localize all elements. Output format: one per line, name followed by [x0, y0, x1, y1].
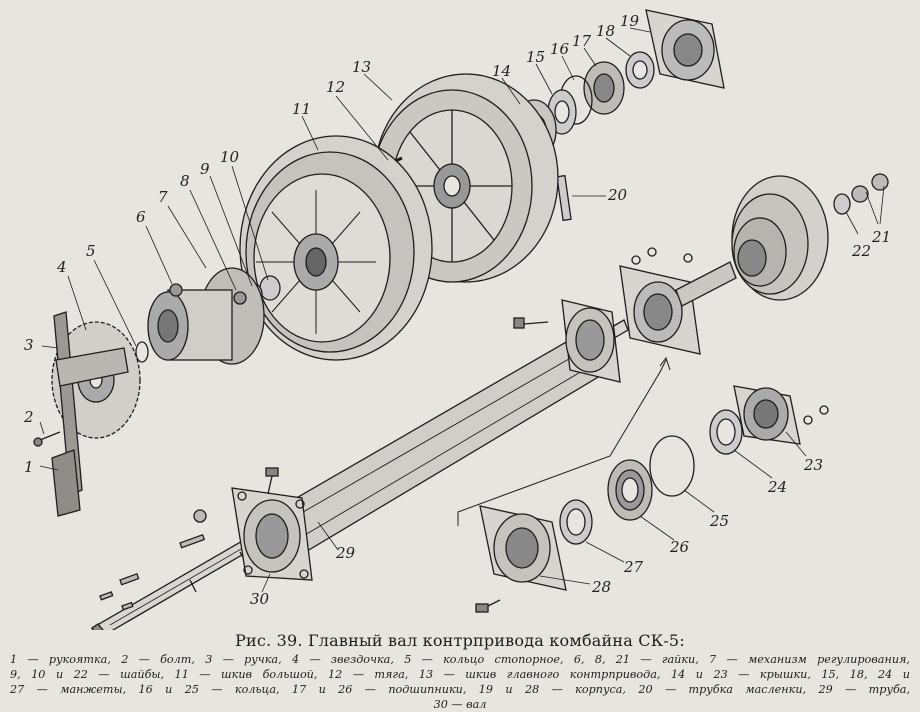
label-29: 29 [336, 544, 356, 562]
exploded-diagram [33, 9, 889, 630]
label-25: 25 [710, 512, 730, 530]
left-flange [193, 467, 313, 581]
label-22: 22 [852, 242, 872, 260]
label-12: 12 [326, 78, 346, 96]
part-24-seal [709, 409, 743, 455]
part-23-cover [733, 385, 829, 445]
label-18: 18 [596, 22, 616, 40]
label-20: 20 [608, 186, 628, 204]
label-23: 23 [804, 456, 824, 474]
part-7-adjuster [147, 267, 265, 365]
part-6-nut [169, 283, 183, 297]
part-18-seal [625, 51, 655, 89]
part-27-seal [559, 499, 593, 545]
label-13: 13 [352, 58, 372, 76]
label-5: 5 [86, 242, 96, 260]
legend-line-1: 1 — рукоятка, 2 — болт, 3 — ручка, 4 — з… [10, 653, 910, 666]
label-17: 17 [572, 32, 592, 50]
label-10: 10 [220, 148, 240, 166]
legend-line-2: 9, 10 и 22 — шайбы, 11 — шкив большой, 1… [10, 668, 910, 681]
part-8-nut [233, 291, 247, 305]
legend-line-4: 30 — вал [433, 698, 487, 711]
right-housing-bearing [619, 247, 737, 355]
part-19-housing [645, 9, 725, 89]
label-27: 27 [624, 558, 644, 576]
label-21: 21 [872, 228, 892, 246]
label-6: 6 [136, 208, 146, 226]
leader-lines [39, 27, 885, 593]
part-2-bolt [33, 431, 61, 447]
label-9: 9 [200, 160, 210, 178]
part-5-snap-ring [135, 341, 149, 363]
part-11-large-pulley [239, 135, 433, 361]
part-26-bearing [607, 459, 653, 521]
label-19: 19 [620, 12, 640, 30]
label-2: 2 [24, 408, 34, 426]
part-22-washer-pulley [731, 175, 851, 301]
legend-line-3: 27 — манжеты, 16 и 25 — кольца, 17 и 26 … [10, 683, 910, 696]
label-15: 15 [526, 48, 546, 66]
label-28: 28 [592, 578, 612, 596]
part-28-housing [475, 505, 567, 613]
right-flange [513, 299, 621, 383]
part-10-washer [259, 275, 281, 301]
label-7: 7 [158, 188, 168, 206]
label-8: 8 [180, 172, 190, 190]
label-14: 14 [492, 62, 512, 80]
part-17-bearing [583, 61, 625, 115]
part-3-handle [53, 311, 129, 498]
label-30: 30 [250, 590, 270, 608]
label-11: 11 [292, 100, 312, 118]
caption-legend: 1 — рукоятка, 2 — болт, 3 — ручка, 4 — з… [0, 652, 920, 712]
label-4: 4 [57, 258, 67, 276]
part-1-lever [51, 449, 81, 517]
part-20-oiler-tube [556, 174, 572, 222]
label-1: 1 [24, 458, 34, 476]
label-24: 24 [768, 478, 788, 496]
caption-title: Рис. 39. Главный вал контрпривода комбай… [235, 631, 685, 650]
label-26: 26 [670, 538, 690, 556]
label-16: 16 [550, 40, 570, 58]
label-3: 3 [24, 336, 34, 354]
figure-caption: Рис. 39. Главный вал контрпривода комбай… [0, 631, 920, 712]
part-25-ring [649, 435, 695, 497]
